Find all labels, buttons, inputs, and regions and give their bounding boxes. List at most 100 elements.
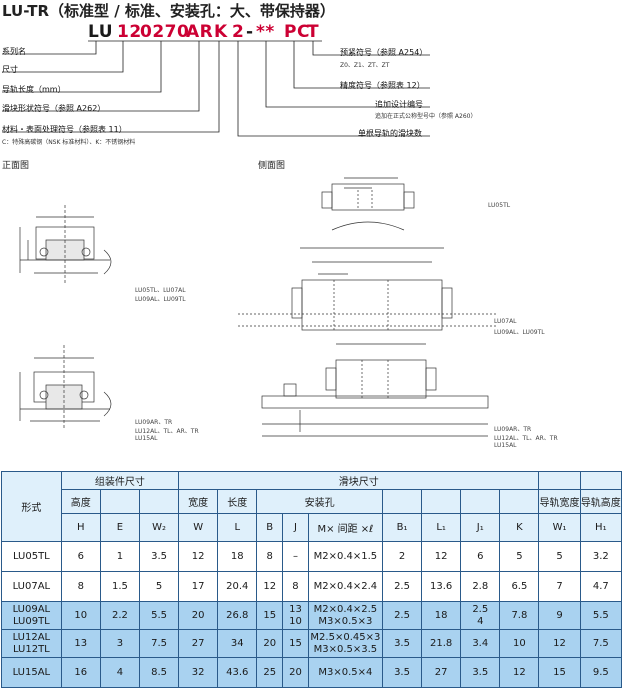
label-material: 材料・表面处理符号（参照表 11） xyxy=(2,125,127,134)
table-row: LU15AL 16 4 8.5 32 43.6 25 20 M3×0.5×4 3… xyxy=(1,657,623,688)
sym-E: E xyxy=(99,513,140,542)
header-length: 长度 xyxy=(217,489,258,514)
code-material: K xyxy=(214,22,228,42)
cell: 7 xyxy=(538,571,581,602)
cell: – xyxy=(282,541,309,572)
cell: 20 xyxy=(178,601,219,630)
cell: 3.2 xyxy=(579,541,623,572)
cell: 5 xyxy=(138,571,180,602)
caption-side3-b: LU12AL、TL、AR、TR xyxy=(494,435,558,442)
side-view-2 xyxy=(238,247,498,331)
cell: 20 xyxy=(256,629,284,658)
cell: 25 xyxy=(256,657,284,688)
cell: 13 xyxy=(60,629,101,658)
code-series: LU xyxy=(88,22,114,42)
sym-H1: H₁ xyxy=(579,513,623,542)
design-no-note: 追加在正式公称型号中（参照 A260） xyxy=(375,113,477,120)
cell: 18 xyxy=(421,601,462,630)
code-dash: - xyxy=(246,22,254,42)
cell: 12 xyxy=(421,541,462,572)
table-row: LU07AL 8 1.5 5 17 20.4 12 8 M2×0.4×2.4 2… xyxy=(1,571,623,602)
cell: 18 xyxy=(217,541,258,572)
header-rail-height: 导轨高度 xyxy=(579,489,623,514)
page-title: LU-TR（标准型 / 标准、安装孔：大、带保持器） xyxy=(2,2,335,20)
cell: 1 xyxy=(99,541,140,572)
caption-front2-c: LU15AL xyxy=(135,435,158,442)
header-rail-width: 导轨宽度 xyxy=(538,489,581,514)
code-block-shape: AR xyxy=(186,22,214,42)
caption-front1-b: LU09AL、LU09TL xyxy=(135,296,186,303)
cell: 26.8 xyxy=(217,601,258,630)
label-design-no: 追加设计编号 xyxy=(375,100,423,109)
cell: 3.5 xyxy=(381,629,423,658)
sym-H: H xyxy=(60,513,101,542)
cell: 16 xyxy=(60,657,101,688)
sym-L1: L₁ xyxy=(421,513,462,542)
caption-side2-b: LU09AL、LU09TL xyxy=(494,329,545,336)
group-block-header: 滑块尺寸 xyxy=(178,471,540,490)
sym-W2: W₂ xyxy=(138,513,180,542)
cell: 12 xyxy=(256,571,284,602)
sym-J1: J₁ xyxy=(460,513,501,542)
sym-W1: W₁ xyxy=(538,513,581,542)
cell: 4.7 xyxy=(579,571,623,602)
side-view-3 xyxy=(261,343,489,437)
code-accuracy: PC xyxy=(284,22,310,42)
code-block-count: 2 xyxy=(232,22,245,42)
cell: 34 xyxy=(217,629,258,658)
group-assembly-header: 组装件尺寸 xyxy=(60,471,180,490)
table-row: LU05TL 6 1 3.5 12 18 8 – M2×0.4×1.5 2 12… xyxy=(1,541,623,572)
cell-model: LU05TL xyxy=(1,541,62,572)
cell: 27 xyxy=(178,629,219,658)
cell: 27 xyxy=(421,657,462,688)
cell: 2.5 xyxy=(381,571,423,602)
material-note: C：特殊高碳钢（NSK 标准材料）、K：不锈钢材料 xyxy=(2,139,136,146)
code-size: 12 xyxy=(117,22,142,42)
cell: 12 xyxy=(499,657,540,688)
cell: 8 xyxy=(60,571,101,602)
code-design-no: ** xyxy=(256,22,275,42)
cell: 43.6 xyxy=(217,657,258,688)
sym-B: B xyxy=(256,513,284,542)
cell: 2 xyxy=(381,541,423,572)
cell: 7.5 xyxy=(138,629,180,658)
cell: 15 xyxy=(256,601,284,630)
cell: 20.4 xyxy=(217,571,258,602)
cell: 3.5 xyxy=(460,657,501,688)
cell: 8.5 xyxy=(138,657,180,688)
cell: 2.5 xyxy=(381,601,423,630)
col-model-header: 形式 xyxy=(1,471,62,542)
label-rail-length: 导轨长度（mm） xyxy=(2,85,66,94)
technical-drawing xyxy=(2,40,498,437)
caption-front1-a: LU05TL、LU07AL xyxy=(135,287,186,294)
cell: 5.5 xyxy=(138,601,180,630)
cell: 3 xyxy=(99,629,140,658)
label-accuracy: 精度符号（参照表 12） xyxy=(340,81,425,90)
cell: 13.6 xyxy=(421,571,462,602)
sym-L: L xyxy=(217,513,258,542)
cell: 8 xyxy=(256,541,284,572)
front-view-label: 正面图 xyxy=(2,161,30,171)
cell: 10 xyxy=(60,601,101,630)
front-view-2 xyxy=(19,345,112,430)
cell-model: LU15AL xyxy=(1,657,62,688)
label-block-shape: 滑块形状符号（参照 A262） xyxy=(2,104,106,113)
sym-B1: B₁ xyxy=(381,513,423,542)
cell: 6 xyxy=(460,541,501,572)
cell: 9.5 xyxy=(579,657,623,688)
label-block-count: 单根导轨的滑块数 xyxy=(358,129,422,138)
sym-K: K xyxy=(499,513,540,542)
label-series: 系列名 xyxy=(2,47,26,56)
caption-front2-b: LU12AL、TL、AR、TR xyxy=(135,428,199,435)
cell: 5 xyxy=(538,541,581,572)
cell: 7.8 xyxy=(499,601,540,630)
preload-note: Z0、Z1、ZT、ZT xyxy=(340,62,390,69)
dimension-table: 形式 组装件尺寸 滑块尺寸 高度 宽度 长度 安装孔 导轨宽度 导轨高度 H E… xyxy=(1,471,623,688)
cell: 6.5 xyxy=(499,571,540,602)
